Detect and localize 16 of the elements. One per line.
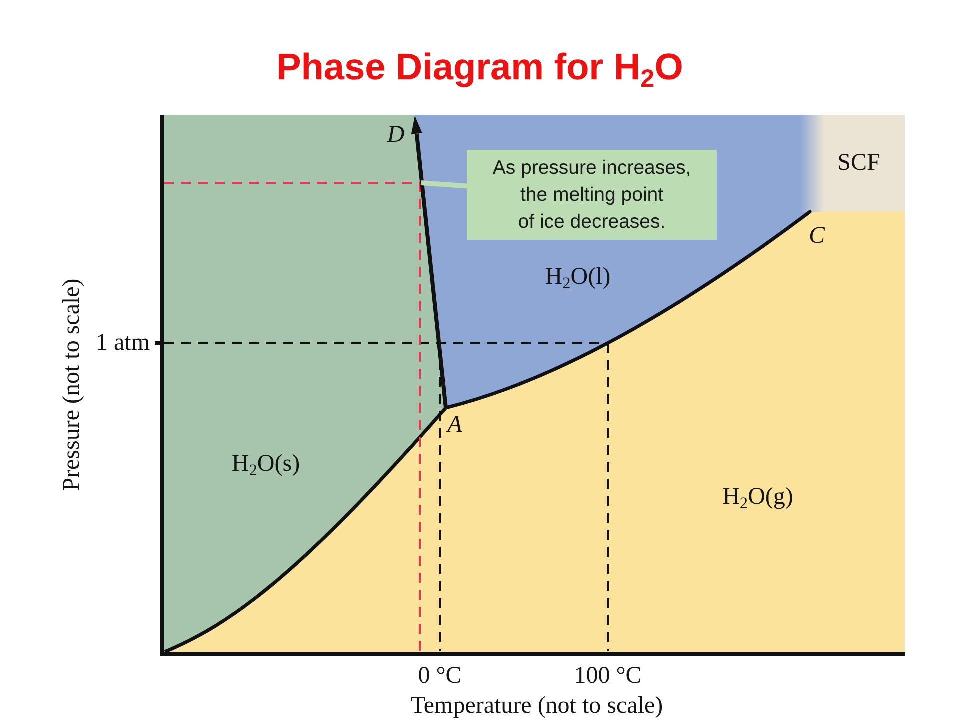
point-label: A [448, 412, 462, 438]
callout-note: As pressure increases, the melting point of ice decreases. [467, 150, 717, 240]
phase-label: H$_{2}$O(g) [722, 484, 794, 510]
tick-label: 0 °C [418, 662, 462, 690]
point-label: D [387, 122, 405, 148]
diagram-title: Phase Diagram for H$_{2}$O [276, 46, 684, 90]
direction-arrow [411, 116, 448, 408]
tick-label: 1 atm [96, 330, 150, 356]
phase-label: H$_{2}$O(s) [232, 450, 300, 478]
axis-title: Temperature (not to scale) [410, 692, 664, 720]
axis-title: Pressure (not to scale) [58, 278, 86, 492]
leader-line [420, 180, 468, 189]
phase-label: H$_{2}$O(l) [545, 264, 611, 290]
tick-label: 100 °C [574, 662, 642, 690]
point-label: C [809, 222, 825, 250]
phase-label: SCF [838, 150, 880, 176]
